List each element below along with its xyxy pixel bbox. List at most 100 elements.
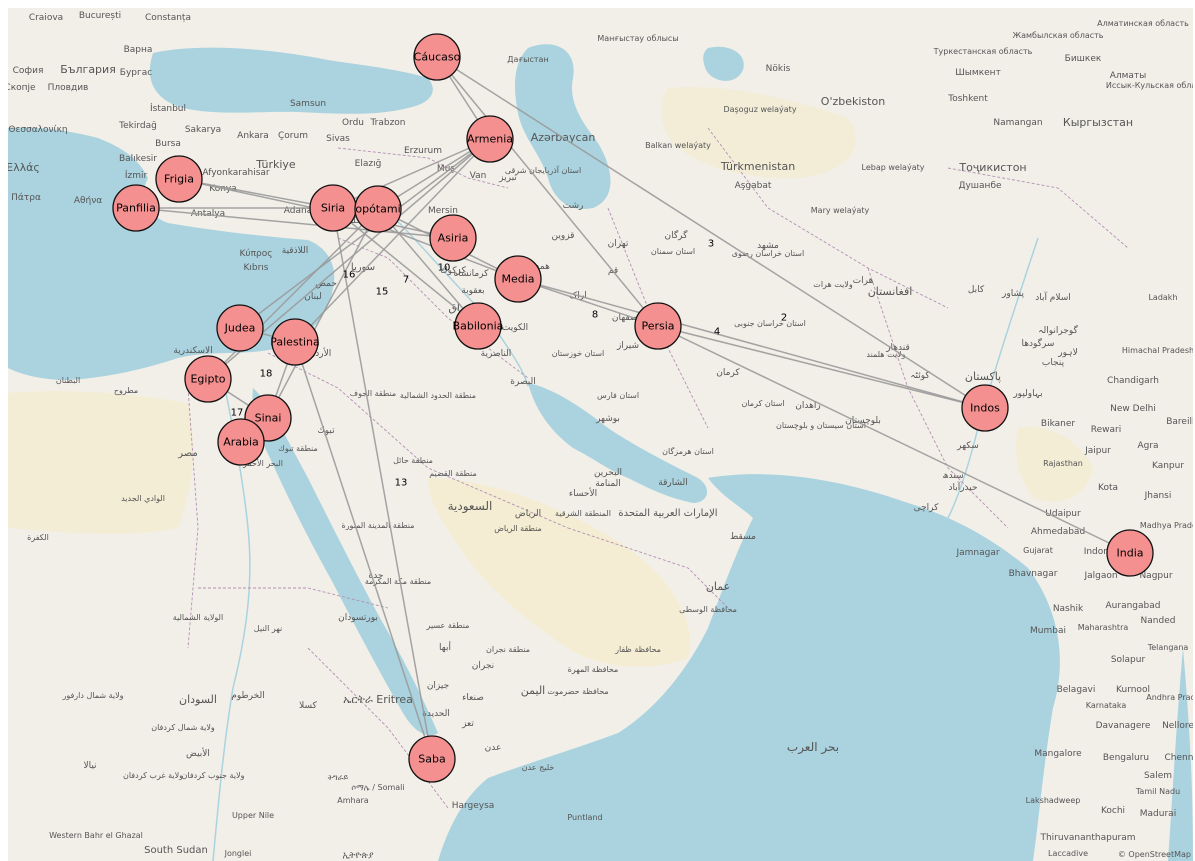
region-node[interactable]: Armenia: [466, 115, 514, 163]
place-label: Erzurum: [404, 146, 442, 156]
region-node-circle[interactable]: [494, 255, 542, 303]
place-label: Nökis: [766, 64, 791, 74]
map-viewport[interactable]: CraiovaBucureștiConstanțaВарнаСофияСкопј…: [8, 8, 1193, 861]
region-node[interactable]: Asiria: [429, 214, 477, 262]
region-node[interactable]: Media: [494, 255, 542, 303]
place-label: Nashik: [1053, 604, 1084, 614]
region-node-circle[interactable]: [413, 33, 461, 81]
region-node-circle[interactable]: [408, 735, 456, 783]
place-label: الشارقة: [658, 478, 688, 488]
place-label: بورتسودان: [338, 613, 378, 623]
place-label: Madurai: [1140, 809, 1176, 819]
place-label: Душанбе: [958, 181, 1002, 191]
region-node-circle[interactable]: [309, 184, 357, 232]
place-label: Belagavi: [1057, 685, 1096, 695]
region-node[interactable]: India: [1106, 529, 1154, 577]
place-label: محافظة ظفار: [614, 645, 661, 654]
region-node[interactable]: Indos: [961, 384, 1009, 432]
place-label: الوادي الجديد: [121, 494, 165, 503]
place-label: Дағыстан: [507, 55, 548, 64]
place-label: مصر: [177, 448, 198, 459]
place-label: Lebap welaýaty: [862, 163, 925, 172]
region-node-circle[interactable]: [354, 185, 402, 233]
place-label: اصفهان: [612, 313, 640, 323]
place-label: Craiova: [29, 13, 63, 23]
region-node-circle[interactable]: [155, 155, 203, 203]
place-label: الأبيض: [186, 747, 210, 759]
place-label: بحر العرب: [787, 740, 839, 755]
place-label: София: [13, 66, 44, 76]
place-label: București: [79, 11, 121, 21]
place-label: قندهار: [885, 343, 910, 353]
place-label: Mangalore: [1034, 749, 1082, 759]
place-label: منطقة المدينة المنورة: [342, 521, 415, 530]
place-label: България: [60, 63, 116, 76]
place-label: Ελλάς: [8, 161, 40, 174]
region-node-circle[interactable]: [454, 302, 502, 350]
place-label: Nagpur: [1139, 571, 1172, 581]
place-label: ولاية جنوب كردفان: [182, 771, 245, 780]
place-label: Варна: [124, 45, 153, 55]
place-label: Tamil Nadu: [1135, 787, 1180, 796]
place-label: بعقوبة: [461, 286, 484, 296]
place-label: Rewari: [1091, 425, 1121, 435]
place-label: Himachal Pradesh: [1122, 346, 1193, 355]
map-attribution[interactable]: © OpenStreetMap: [1117, 850, 1191, 859]
place-label: Elazığ: [355, 159, 382, 169]
place-label: Kanpur: [1152, 461, 1184, 471]
place-label: İstanbul: [150, 103, 186, 114]
place-label: Kota: [1098, 483, 1118, 493]
place-label: الحديدة: [422, 709, 450, 719]
place-label: البطنان: [56, 376, 80, 385]
region-node-circle[interactable]: [217, 418, 265, 466]
place-label: کراچی: [914, 503, 940, 513]
edge-number-label: 15: [376, 287, 389, 298]
place-label: Sivas: [326, 134, 350, 144]
place-label: Nanded: [1141, 616, 1176, 626]
place-label: Ladakh: [1148, 293, 1177, 302]
place-label: الخرطوم: [231, 691, 264, 701]
region-node-circle[interactable]: [271, 318, 319, 366]
red-sea: [252, 388, 438, 736]
place-label: Namangan: [993, 118, 1042, 128]
region-node-circle[interactable]: [961, 384, 1009, 432]
place-label: البحرين: [594, 468, 622, 478]
place-label: Bengaluru: [1103, 753, 1149, 763]
region-node[interactable]: Saba: [408, 735, 456, 783]
place-label: مطروح: [114, 386, 138, 395]
place-label: اسلام آباد: [1035, 291, 1071, 303]
place-label: Манғыстау облысы: [597, 34, 678, 43]
region-node-circle[interactable]: [112, 184, 160, 232]
region-node[interactable]: Panfilia: [112, 184, 160, 232]
place-label: Thiruvananthapuram: [1039, 833, 1135, 843]
region-node[interactable]: Arabia: [217, 418, 265, 466]
region-node-circle[interactable]: [184, 355, 232, 403]
region-node[interactable]: Judea: [216, 304, 264, 352]
thar-desert: [1016, 427, 1093, 502]
region-node-circle[interactable]: [429, 214, 477, 262]
place-label: مسقط: [730, 532, 756, 542]
region-node-circle[interactable]: [1106, 529, 1154, 577]
place-label: Agra: [1137, 441, 1158, 451]
basemap: [8, 8, 1193, 861]
place-label: Lakshadweep: [1026, 796, 1081, 805]
place-label: Afyonkarahisar: [202, 168, 270, 178]
place-label: Antalya: [191, 209, 225, 219]
region-node[interactable]: Frigia: [155, 155, 203, 203]
region-node[interactable]: opótami: [354, 185, 402, 233]
map-canvas[interactable]: CraiovaBucureștiConstanțaВарнаСофияСкопј…: [8, 8, 1193, 861]
region-node[interactable]: Cáucaso: [413, 33, 461, 81]
region-node[interactable]: Siria: [309, 184, 357, 232]
edge-number-label: 13: [395, 478, 408, 489]
region-node[interactable]: Egipto: [184, 355, 232, 403]
region-node-circle[interactable]: [634, 302, 682, 350]
place-label: Κύπρος: [239, 248, 272, 259]
region-node-circle[interactable]: [216, 304, 264, 352]
place-label: الكويت: [502, 323, 528, 333]
region-node[interactable]: Persia: [634, 302, 682, 350]
region-node-circle[interactable]: [466, 115, 514, 163]
place-label: افغانستان: [868, 285, 913, 298]
place-label: تهران: [608, 239, 629, 249]
place-label: Бургас: [120, 68, 152, 78]
place-label: خليج عدن: [522, 763, 555, 772]
